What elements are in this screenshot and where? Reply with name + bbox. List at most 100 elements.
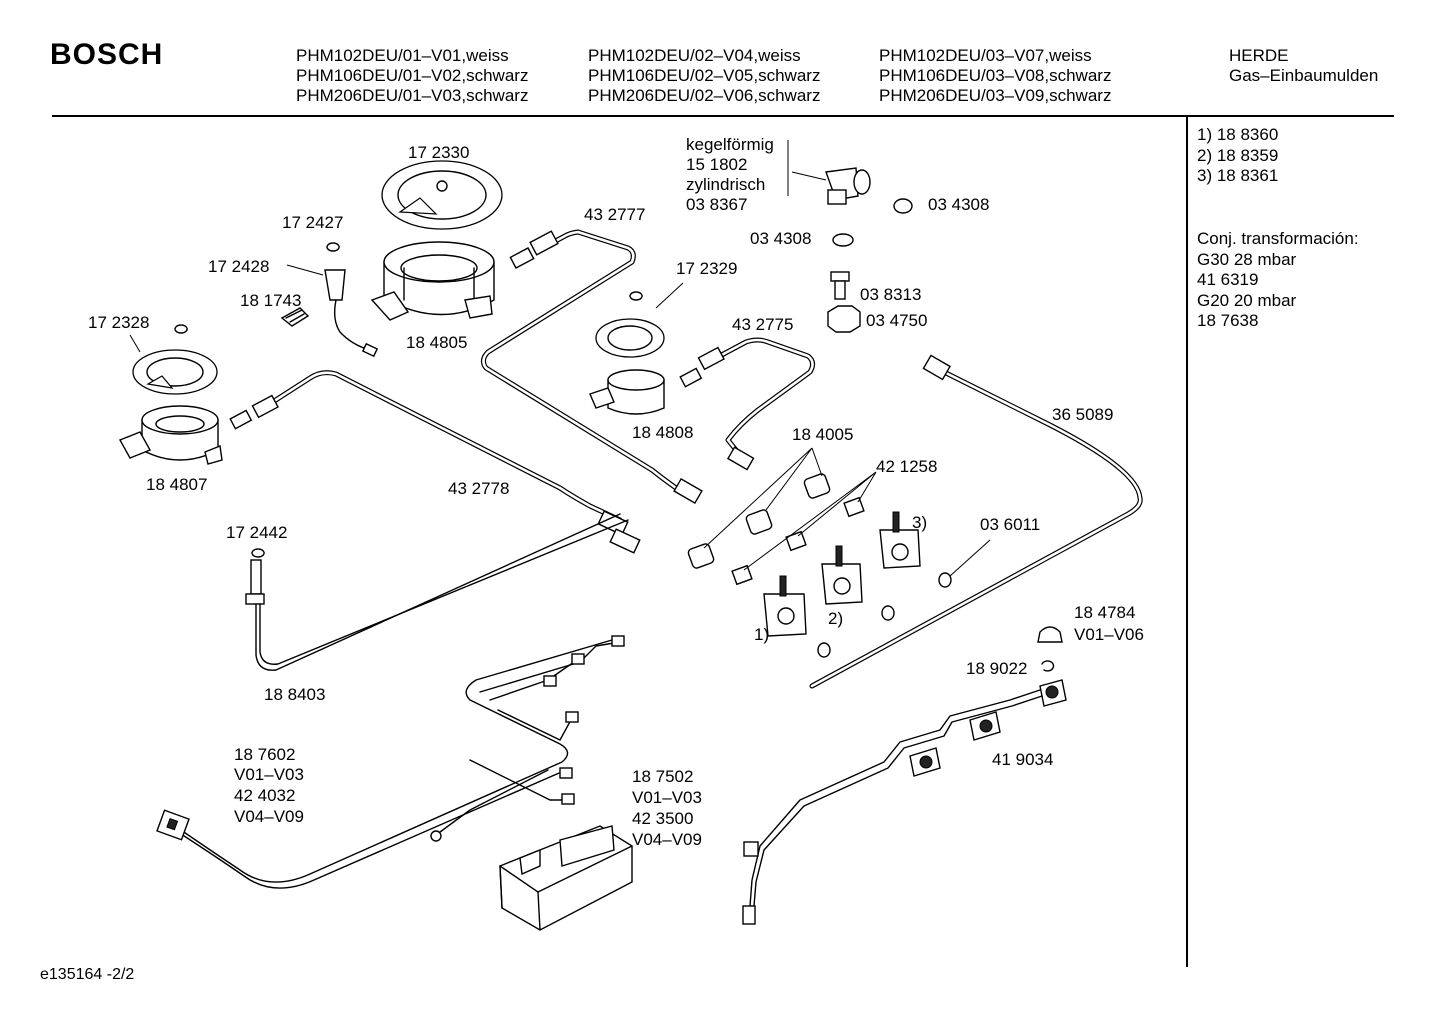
burner-cap-plate-large (381, 160, 503, 230)
label-432775: 43 2775 (732, 315, 793, 334)
ignition-electrode-172428 (324, 269, 379, 358)
label-188403: 18 8403 (264, 685, 325, 704)
label-172330: 17 2330 (408, 143, 469, 162)
burner-cap-plate-centre (595, 318, 665, 358)
screw-172328 (174, 324, 188, 334)
model-line: PHM102DEU/02–V04,weiss (588, 46, 801, 65)
label-184808: 18 4808 (632, 423, 693, 442)
washer-034308-b (832, 233, 854, 247)
label-423500: 42 3500 (632, 809, 693, 828)
category-column: HERDE Gas–Einbaumulden (1229, 46, 1378, 86)
label-v01-v06: V01–V06 (1074, 625, 1144, 644)
conversion-line: G30 28 mbar (1197, 249, 1297, 269)
model-line: PHM206DEU/03–V09,schwarz (879, 86, 1112, 105)
leader-lines (129, 140, 991, 577)
variant-item: 2) 18 8359 (1197, 145, 1279, 165)
label-187502: 18 7502 (632, 767, 693, 786)
valve-sleeves-184005 (687, 473, 831, 569)
conversion-line: Conj. transformación: (1197, 229, 1359, 248)
label-184807: 18 4807 (146, 475, 207, 494)
label-172328: 17 2328 (88, 313, 149, 332)
conversion-line: 18 7638 (1197, 311, 1259, 330)
label-172329: 17 2329 (676, 259, 737, 278)
tube-fitting (229, 230, 951, 554)
burner-cap-plate-left (132, 349, 218, 395)
variant-item: 1) 18 8360 (1197, 125, 1279, 144)
label-marker-1: 1) (754, 625, 769, 644)
label-419034: 41 9034 (992, 750, 1053, 769)
bosch-logo: BOSCH (50, 38, 164, 71)
label-424032: 42 4032 (234, 786, 295, 805)
category-line: Gas–Einbaumulden (1229, 66, 1379, 85)
label-034308-b: 03 4308 (750, 229, 811, 248)
gas-valve-3 (879, 511, 921, 569)
nozzle-038313 (830, 271, 850, 300)
model-line: PHM206DEU/02–V06,schwarz (588, 86, 821, 105)
label-189022: 18 9022 (966, 659, 1027, 678)
screw-172427 (326, 242, 340, 252)
label-v04-v09-b: V04–V09 (632, 830, 702, 849)
label-172428: 17 2428 (208, 257, 269, 276)
screw-172329 (629, 291, 643, 301)
label-432778: 43 2778 (448, 479, 509, 498)
conversion-list: Conj. transformación: G30 28 mbar 41 631… (1197, 229, 1359, 332)
wiring-harness-187602 (156, 635, 625, 889)
model-line: PHM206DEU/01–V03,schwarz (296, 86, 529, 105)
label-038313: 03 8313 (860, 285, 921, 304)
label-v04-v09-a: V04–V09 (234, 807, 304, 826)
label-187602: 18 7602 (234, 745, 295, 764)
spark-generator-187502 (499, 825, 633, 931)
model-column-3: PHM102DEU/03–V07,weiss PHM106DEU/03–V08,… (879, 46, 1111, 106)
model-line: PHM102DEU/03–V07,weiss (879, 46, 1092, 65)
model-line: PHM106DEU/03–V08,schwarz (879, 66, 1112, 85)
label-432777: 43 2777 (584, 205, 645, 224)
conversion-line: G20 20 mbar (1197, 290, 1297, 310)
label-v01-v03-b: V01–V03 (632, 788, 702, 807)
label-034750: 03 4750 (866, 311, 927, 330)
category-line: HERDE (1229, 46, 1289, 65)
model-column-2: PHM102DEU/02–V04,weiss PHM106DEU/02–V05,… (588, 46, 820, 106)
gas-tube-432775 (713, 337, 816, 463)
variant-item: 3) 18 8361 (1197, 166, 1279, 185)
gas-tube-432778 (265, 370, 623, 523)
label-172442: 17 2442 (226, 523, 287, 542)
model-line: PHM102DEU/01–V01,weiss (296, 46, 509, 65)
label-365089: 36 5089 (1052, 405, 1113, 424)
thermocouple-188403 (245, 513, 629, 671)
sidebar-divider (1186, 116, 1188, 967)
washer-034308-a (893, 198, 913, 214)
gas-valve-2 (821, 545, 863, 605)
label-184005: 18 4005 (792, 425, 853, 444)
seal-036011 (938, 572, 952, 588)
variant-list: 1) 18 8360 2) 18 8359 3) 18 8361 (1197, 125, 1278, 187)
burner-body-left (119, 405, 223, 465)
label-kegelfoermig: kegelförmig (686, 135, 774, 154)
gas-valve-1 (763, 575, 807, 637)
label-184784: 18 4784 (1074, 603, 1135, 622)
burner-body-large (370, 241, 495, 321)
model-column-1: PHM102DEU/01–V01,weiss PHM106DEU/01–V02,… (296, 46, 528, 106)
label-marker-3: 3) (912, 513, 927, 532)
label-marker-2: 2) (828, 609, 843, 628)
label-036011: 03 6011 (980, 515, 1040, 534)
nut-172442 (251, 548, 265, 558)
label-151802: 15 1802 (686, 155, 747, 174)
label-034308-a: 03 4308 (928, 195, 989, 214)
model-line: PHM106DEU/02–V05,schwarz (588, 66, 821, 85)
page-reference: e135164 -2/2 (40, 966, 135, 983)
label-172427: 17 2427 (282, 213, 343, 232)
label-zylindrisch: zylindrisch (686, 175, 765, 194)
nut-034750 (827, 305, 861, 333)
label-184805: 18 4805 (406, 333, 467, 352)
clip-181743 (280, 307, 310, 327)
seal-036011 (881, 605, 895, 621)
elbow-connector (825, 167, 871, 205)
ignition-switch-harness-419034 (742, 679, 1067, 925)
model-line: PHM106DEU/01–V02,schwarz (296, 66, 529, 85)
seal-036011 (817, 642, 831, 658)
screws-421258 (731, 496, 865, 586)
label-v01-v03-a: V01–V03 (234, 765, 304, 784)
label-038367: 03 8367 (686, 195, 747, 214)
label-421258: 42 1258 (876, 457, 937, 476)
